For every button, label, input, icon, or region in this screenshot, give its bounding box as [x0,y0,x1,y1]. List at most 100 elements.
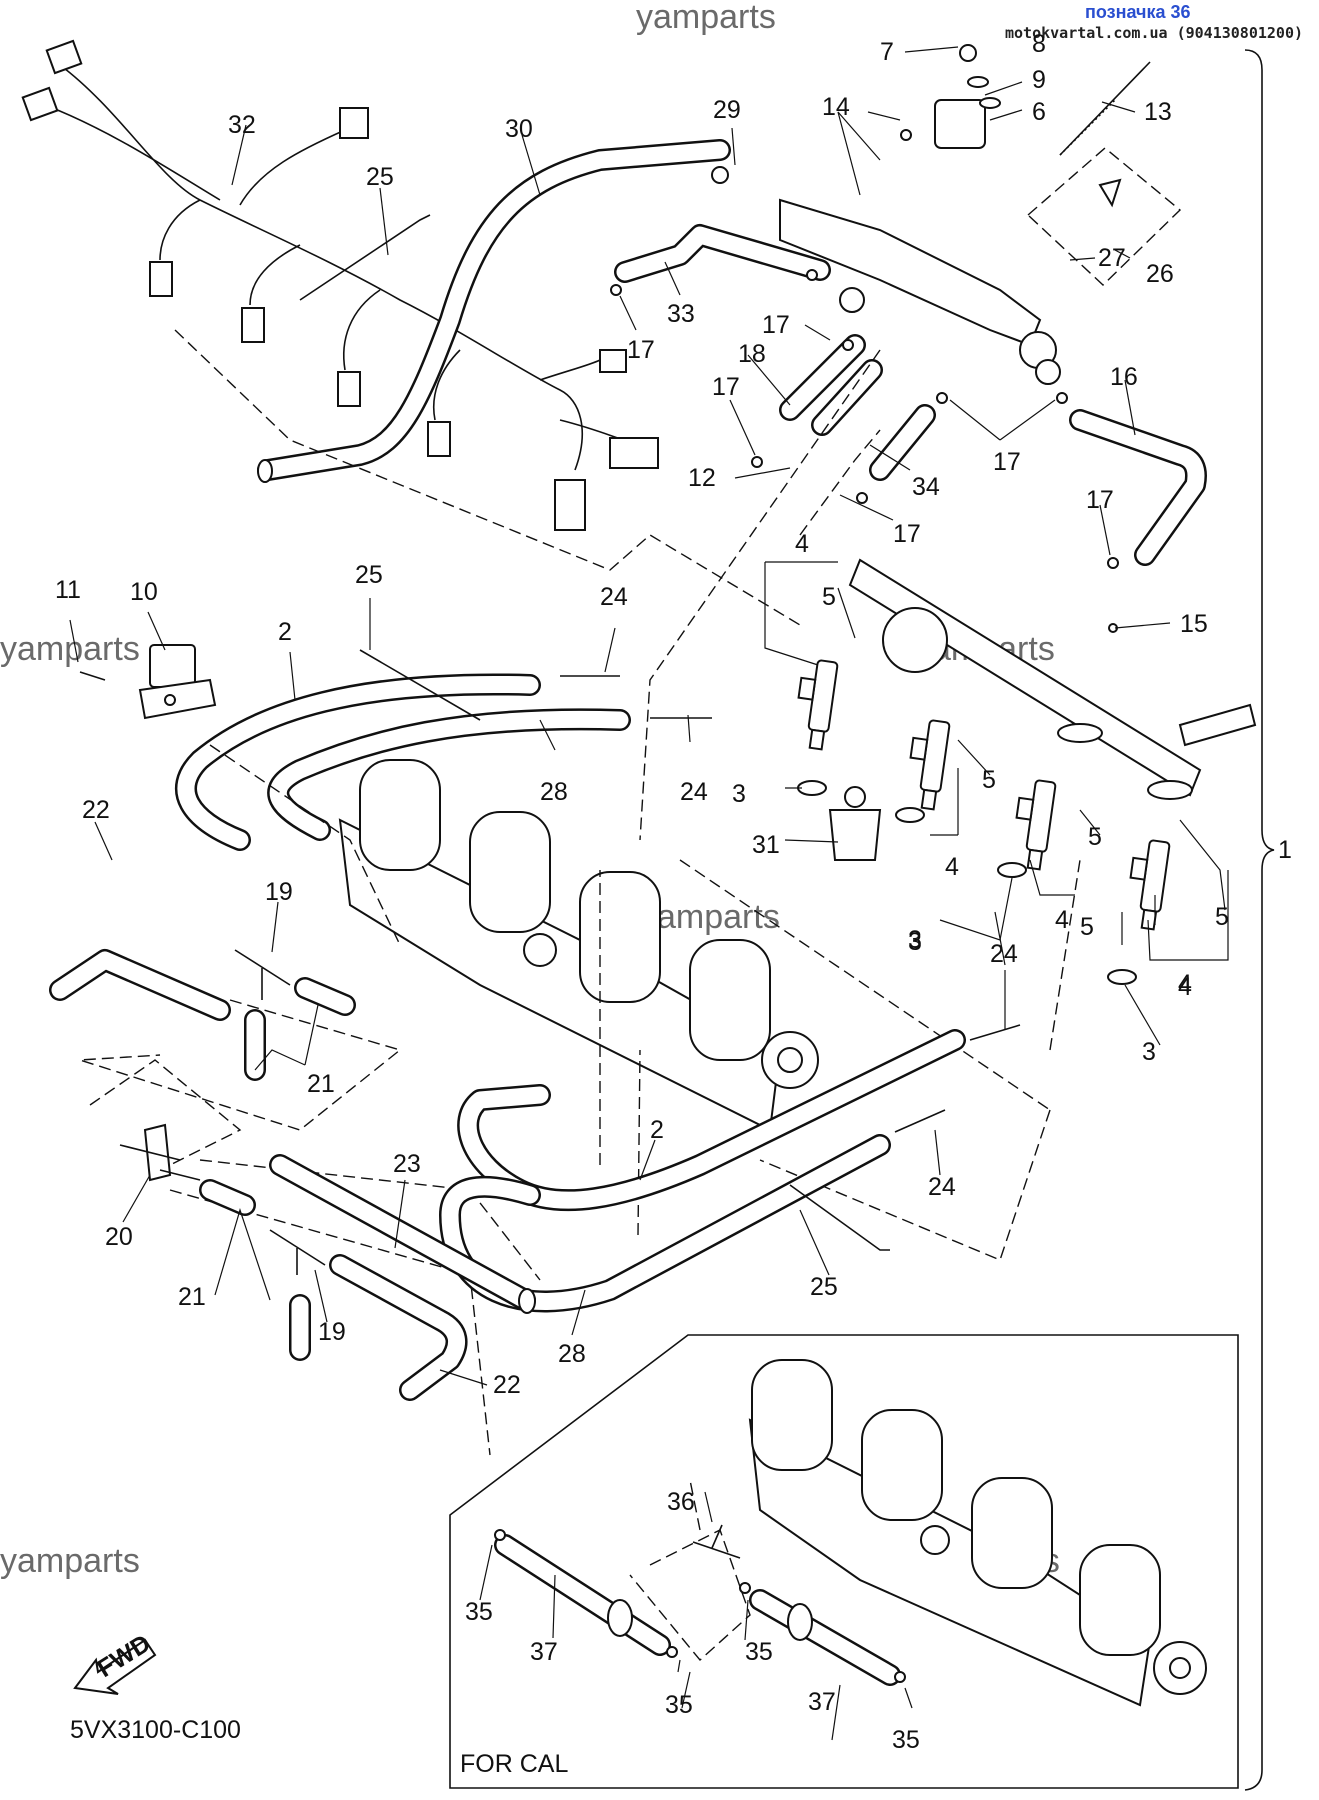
part-number-1: 1 [1278,836,1292,864]
cable-tie [359,649,481,721]
bolt-13 [1059,61,1151,156]
inset-for-cal [449,1334,1239,1789]
part-number-30: 30 [505,115,533,143]
part-number-3: 3 [1142,1038,1156,1066]
hoses-lower [269,1029,966,1401]
part-number-4: 4 [1178,970,1192,998]
part-number-17: 17 [893,520,921,548]
part-number-16: 16 [1110,363,1138,391]
part-number-4: 4 [1178,973,1192,1001]
part-number-27: 27 [1098,244,1126,272]
cable-tie [299,214,431,301]
part-number-8: 8 [1032,30,1046,58]
watermark: yamparts [636,0,776,36]
watermark: yamparts [640,898,780,936]
part-number-35: 35 [665,1691,693,1719]
hose-22-left [49,949,231,1021]
part-number-3: 3 [908,926,922,954]
bracket-assembly [711,44,1061,385]
part-number-35: 35 [745,1638,773,1666]
part-number-23: 23 [393,1150,421,1178]
part-number-28: 28 [540,778,568,806]
watermark-layer: yamparts yamparts yamparts yamparts yamp… [0,0,1060,1580]
part-number-18: 18 [738,340,766,368]
part-number-22: 22 [493,1371,521,1399]
pressure-regulator [797,780,1137,985]
tjoint-19 [234,949,356,1081]
part-number-25: 25 [355,561,383,589]
part-number-24: 24 [600,583,628,611]
site-label: motokvartal.com.ua (904130801200) [1005,24,1304,42]
part-number-15: 15 [1180,610,1208,638]
fuel-rail [848,558,1257,800]
part-number-5: 5 [822,583,836,611]
inset-label: FOR CAL [460,1750,568,1778]
tjoint-19-lower [199,1179,326,1361]
part-number-6: 6 [1032,98,1046,126]
part-number-35: 35 [465,1598,493,1626]
throttle-body [338,759,819,1132]
part-number-11: 11 [55,576,81,604]
part-number-19: 19 [265,878,293,906]
part-number-29: 29 [713,96,741,124]
part-number-4: 4 [795,530,809,558]
part-number-2: 2 [650,1116,664,1144]
injectors [797,659,1171,931]
part-number-10: 10 [130,578,158,606]
part-number-20: 20 [105,1223,133,1251]
part-number-17: 17 [762,311,790,339]
assembly-bracket [1244,49,1275,1791]
part-number-12: 12 [688,464,716,492]
part-number-17: 17 [627,336,655,364]
part-number-5: 5 [1088,823,1102,851]
bolt-27 [1098,178,1122,208]
hoses-2-28-upper [174,673,631,851]
part-number-34: 34 [912,473,940,501]
part-number-5: 5 [1080,913,1094,941]
part-number-17: 17 [1086,486,1114,514]
part-number-25: 25 [366,163,394,191]
part-number-7: 7 [880,38,894,66]
part-number-21: 21 [307,1070,335,1098]
part-number-17: 17 [993,448,1021,476]
bolts-24 [560,675,1021,1133]
part-number-22: 22 [82,796,110,824]
diagram-code: 5VX3100-C100 [70,1716,241,1744]
part-number-4: 4 [945,853,959,881]
fwd-arrow-icon: FWD [73,1629,157,1695]
part-number-14: 14 [822,93,850,121]
part-number-36: 36 [667,1488,695,1516]
wire-harness [21,39,659,531]
part-number-4: 4 [1055,906,1069,934]
part-labels: 7 8 9 6 13 14 29 30 32 25 27 26 33 17 17… [55,30,1292,1754]
part-number-33: 33 [667,300,695,328]
part-number-26: 26 [1146,260,1174,288]
part-number-9: 9 [1032,66,1046,94]
part-number-37: 37 [530,1638,558,1666]
short-hoses [779,334,1207,566]
part-number-31: 31 [752,831,780,859]
part-number-19: 19 [318,1318,346,1346]
part-number-21: 21 [178,1283,206,1311]
label-leaders [69,46,1229,1741]
part-number-5: 5 [1215,903,1229,931]
part-number-32: 32 [228,111,256,139]
cable-tie [789,1184,890,1251]
part-number-25: 25 [810,1273,838,1301]
part-number-28: 28 [558,1340,586,1368]
part-number-24: 24 [928,1173,956,1201]
part-number-24: 24 [680,778,708,806]
reference-label: позначка 36 [1085,2,1191,22]
part-number-17: 17 [712,373,740,401]
part-number-5: 5 [982,766,996,794]
sensor-10 [79,644,217,720]
bracket-20 [119,1123,201,1182]
watermark: yamparts [0,630,140,668]
part-number-3: 3 [732,780,746,808]
part-number-24: 24 [990,940,1018,968]
hose-30 [257,139,731,483]
part-number-3: 3 [908,928,922,956]
clips-17 [610,269,1119,569]
hose-33 [614,224,831,283]
